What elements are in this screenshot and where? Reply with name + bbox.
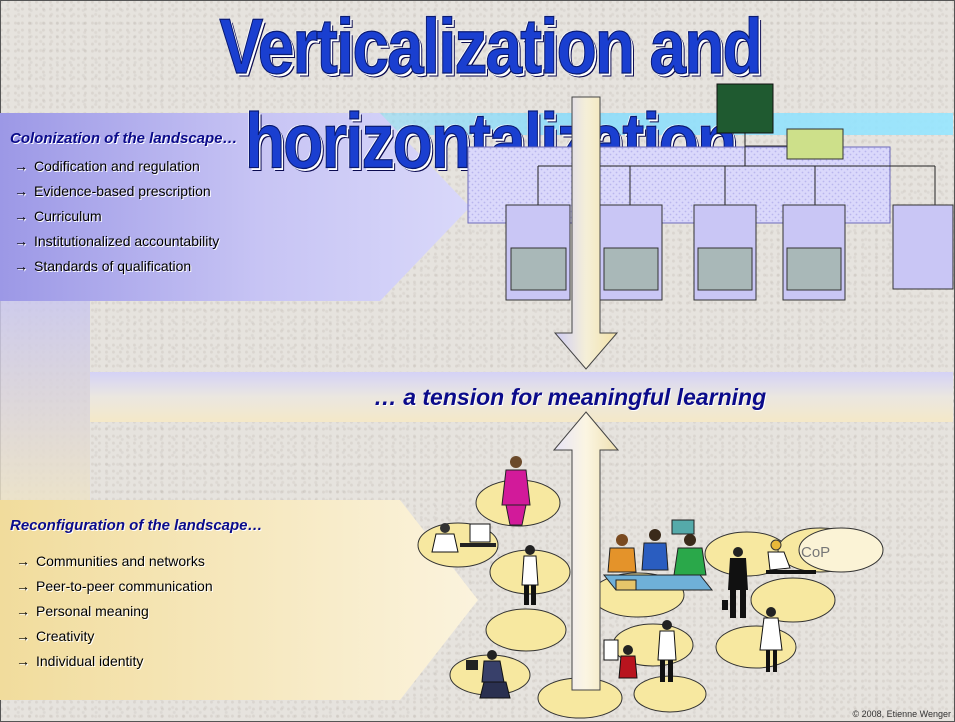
colonization-list: → Codification and regulation → Evidence-b… bbox=[14, 154, 219, 279]
colonization-heading: Colonization of the landscape… bbox=[10, 130, 238, 147]
reconfiguration-item-label: Creativity bbox=[36, 628, 95, 644]
arrow-icon: → bbox=[16, 628, 30, 644]
colonization-item: → Evidence-based prescription bbox=[14, 179, 219, 204]
reconfiguration-item-label: Individual identity bbox=[36, 653, 144, 669]
person-phone-icon bbox=[501, 456, 531, 526]
arrow-icon: → bbox=[14, 233, 28, 249]
person-construction-worker-icon bbox=[766, 539, 816, 574]
arrow-icon: → bbox=[14, 158, 28, 174]
org-chart bbox=[467, 83, 954, 301]
person-suit-icon bbox=[722, 547, 748, 618]
colonization-item-label: Institutionalized accountability bbox=[34, 233, 220, 249]
reconfiguration-panel bbox=[0, 500, 478, 700]
reconfiguration-item: → Individual identity bbox=[16, 649, 213, 674]
person-whiteboard-icon bbox=[603, 639, 638, 679]
reconfiguration-item: → Communities and networks bbox=[16, 549, 213, 574]
person-standing-icon bbox=[521, 545, 539, 605]
arrow-icon: → bbox=[14, 183, 28, 199]
person-presenting-icon bbox=[657, 620, 677, 682]
tension-band bbox=[90, 372, 953, 422]
community-ellipse bbox=[715, 625, 797, 669]
org-unit-inner bbox=[603, 247, 659, 291]
down-arrow-icon bbox=[553, 96, 619, 370]
left-connector-strip bbox=[0, 290, 90, 505]
org-unit-inner bbox=[510, 247, 567, 291]
colonization-panel bbox=[0, 113, 470, 301]
reconfiguration-item-label: Peer-to-peer communication bbox=[36, 578, 213, 594]
reconfiguration-list: → Communities and networks → Peer-to-peer … bbox=[16, 549, 213, 674]
community-ellipse bbox=[750, 577, 836, 623]
colonization-item-label: Evidence-based prescription bbox=[34, 183, 211, 199]
colonization-item: → Codification and regulation bbox=[14, 154, 219, 179]
people-illustrations bbox=[431, 456, 816, 699]
colonization-item: → Curriculum bbox=[14, 204, 219, 229]
org-top-box bbox=[716, 83, 774, 134]
cop-ellipse bbox=[798, 527, 884, 573]
person-desk-computer-icon bbox=[431, 523, 496, 553]
org-unit-box bbox=[892, 204, 954, 290]
arrow-icon: → bbox=[16, 653, 30, 669]
colonization-item-label: Curriculum bbox=[34, 208, 102, 224]
colonization-item-label: Codification and regulation bbox=[34, 158, 200, 174]
colonization-item: → Standards of qualification bbox=[14, 254, 219, 279]
person-woman-standing-icon bbox=[759, 607, 783, 672]
reconfiguration-item: → Creativity bbox=[16, 624, 213, 649]
tension-statement: … a tension for meaningful learning bbox=[373, 384, 767, 410]
copyright-notice: © 2008, Etienne Wenger bbox=[852, 709, 951, 719]
arrow-icon: → bbox=[14, 258, 28, 274]
arrow-icon: → bbox=[16, 578, 30, 594]
org-second-box bbox=[786, 128, 844, 160]
org-unit-boxes bbox=[505, 204, 954, 301]
org-unit-inner bbox=[697, 247, 753, 291]
community-ellipse bbox=[485, 608, 567, 652]
reconfiguration-item-label: Personal meaning bbox=[36, 603, 149, 619]
arrow-icon: → bbox=[16, 553, 30, 569]
reconfiguration-item: → Peer-to-peer communication bbox=[16, 574, 213, 599]
reconfiguration-item-label: Communities and networks bbox=[36, 553, 205, 569]
arrow-icon: → bbox=[16, 603, 30, 619]
org-unit-inner bbox=[786, 247, 842, 291]
reconfiguration-item: → Personal meaning bbox=[16, 599, 213, 624]
up-arrow-icon bbox=[552, 411, 620, 691]
arrow-icon: → bbox=[14, 208, 28, 224]
colonization-item-label: Standards of qualification bbox=[34, 258, 192, 274]
colonization-item: → Institutionalized accountability bbox=[14, 229, 219, 254]
person-office-chair-icon bbox=[466, 650, 511, 699]
cop-label: CoP bbox=[801, 544, 830, 561]
team-meeting-icon bbox=[602, 519, 714, 591]
reconfiguration-heading: Reconfiguration of the landscape… bbox=[10, 517, 263, 534]
slide-title: Verticalization and horizontalization bbox=[219, 2, 764, 185]
org-chart-connectors bbox=[537, 133, 936, 205]
